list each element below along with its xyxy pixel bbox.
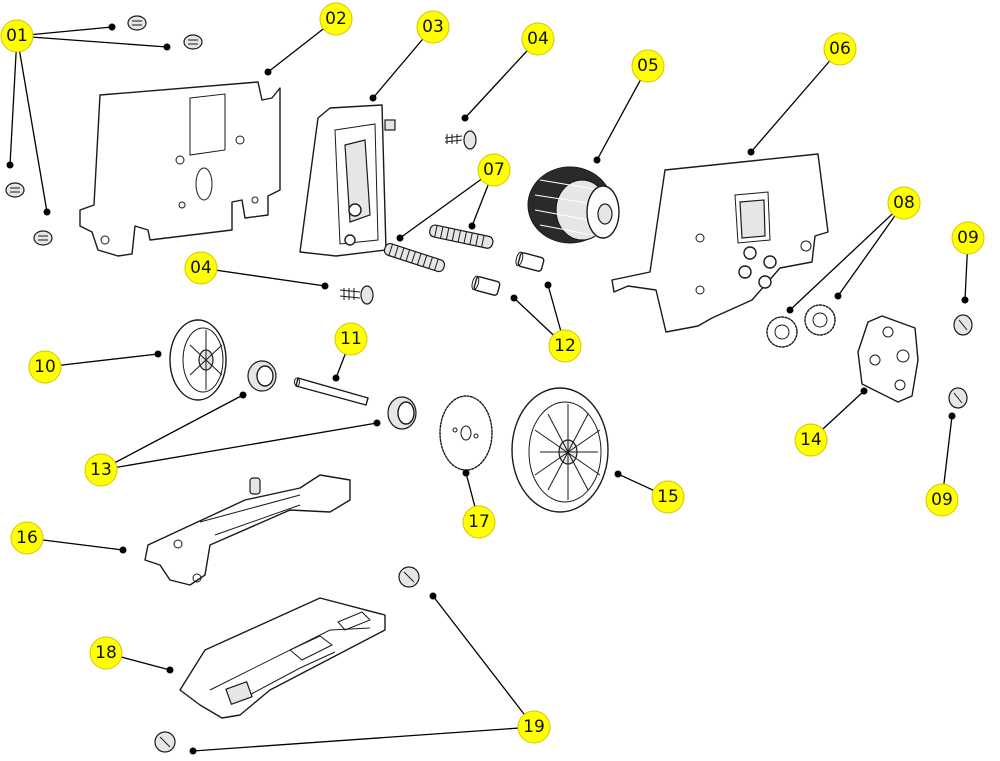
callout-04-top: 04 <box>521 22 555 56</box>
callout-02-label: 02 <box>325 9 347 29</box>
callout-07: 07 <box>477 153 511 187</box>
part-03-bracket <box>299 104 396 257</box>
part-13-bushing-b <box>387 396 417 430</box>
callout-06: 06 <box>823 32 857 66</box>
part-16-chassis-arm <box>144 474 351 586</box>
callout-12: 12 <box>548 329 582 363</box>
callout-10-label: 10 <box>34 357 56 377</box>
callout-01: 01 <box>0 19 34 53</box>
callout-13: 13 <box>84 453 118 487</box>
callout-04-bottom-label: 04 <box>190 258 212 278</box>
part-05-motor <box>527 166 620 244</box>
part-07-springs <box>383 224 494 273</box>
callout-19: 19 <box>517 710 551 744</box>
callout-09-top-label: 09 <box>957 228 979 248</box>
callout-09-bottom-label: 09 <box>931 490 953 510</box>
part-14-plate <box>857 315 919 403</box>
callout-17: 17 <box>462 505 496 539</box>
callout-02: 02 <box>319 2 353 36</box>
part-04-screw-top <box>444 130 477 150</box>
part-02-back-plate <box>79 81 281 257</box>
callout-18: 18 <box>89 636 123 670</box>
callout-06-label: 06 <box>829 39 851 59</box>
callout-08: 08 <box>887 186 921 220</box>
callout-16: 16 <box>10 521 44 555</box>
callout-15-label: 15 <box>657 487 679 507</box>
part-19-screws <box>154 566 420 753</box>
callout-15: 15 <box>651 480 685 514</box>
callout-10: 10 <box>28 350 62 384</box>
callout-05: 05 <box>631 49 665 83</box>
callout-04-bottom: 04 <box>184 251 218 285</box>
part-15-driving-wheel <box>511 387 609 513</box>
part-09-screws <box>948 314 973 409</box>
callout-03: 03 <box>416 10 450 44</box>
part-17-gear <box>439 395 493 471</box>
callout-05-label: 05 <box>637 56 659 76</box>
callout-14-label: 14 <box>800 430 822 450</box>
part-12-pins <box>471 251 545 296</box>
part-13-bushing-a <box>247 360 277 392</box>
callout-09-top: 09 <box>951 221 985 255</box>
part-08-gears <box>766 304 836 348</box>
callout-11-label: 11 <box>340 329 362 349</box>
callout-11: 11 <box>334 322 368 356</box>
callout-19-label: 19 <box>523 717 545 737</box>
part-11-axle <box>294 377 369 406</box>
leader-endpoints <box>6 23 969 755</box>
callout-16-label: 16 <box>16 528 38 548</box>
part-10-wheel <box>169 319 227 401</box>
callout-07-label: 07 <box>483 160 505 180</box>
callout-17-label: 17 <box>468 512 490 532</box>
callout-01-label: 01 <box>6 26 28 46</box>
part-04-screw-bottom <box>339 285 374 305</box>
part-18-frame-base <box>179 597 386 719</box>
callout-13-label: 13 <box>90 460 112 480</box>
callout-03-label: 03 <box>422 17 444 37</box>
callout-09-bottom: 09 <box>925 483 959 517</box>
part-01-screws <box>5 15 203 246</box>
callout-08-label: 08 <box>893 193 915 213</box>
callout-18-label: 18 <box>95 643 117 663</box>
part-06-main-plate <box>611 153 829 333</box>
callout-04-top-label: 04 <box>527 29 549 49</box>
callout-12-label: 12 <box>554 336 576 356</box>
callout-14: 14 <box>794 423 828 457</box>
